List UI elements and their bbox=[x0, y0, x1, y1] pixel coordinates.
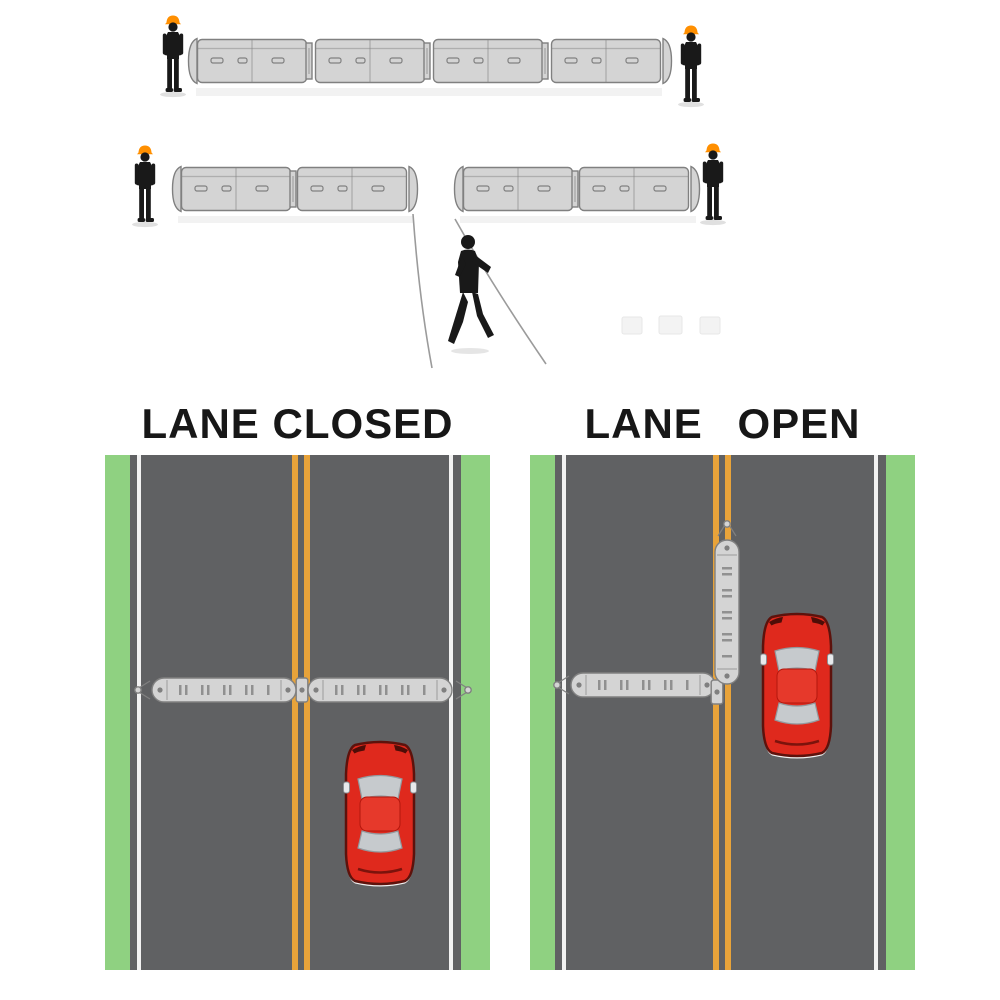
barrier-segment-top-icon bbox=[152, 678, 296, 702]
barrier-segment-top-icon bbox=[571, 673, 715, 697]
tow-hitch-icon bbox=[455, 680, 472, 700]
worker-icon bbox=[700, 143, 726, 226]
barrier-across-lane bbox=[134, 677, 472, 703]
lane-open-road bbox=[530, 455, 915, 970]
barrier-segment-icon bbox=[314, 38, 426, 84]
split-barrier-row bbox=[132, 143, 726, 369]
worker-icon bbox=[678, 25, 704, 108]
barrier-segment-icon bbox=[550, 38, 662, 84]
tow-hitch-icon bbox=[717, 520, 737, 537]
barrier-half-left bbox=[171, 165, 419, 223]
barrier-segment-top-icon bbox=[715, 540, 739, 684]
worker-icon bbox=[160, 15, 186, 98]
lane-open-overlay bbox=[553, 520, 834, 760]
lane-closed-panel: LANE CLOSED bbox=[105, 400, 490, 970]
barrier-endcap-icon bbox=[662, 37, 673, 85]
barrier-hinge-icon bbox=[295, 677, 309, 703]
connected-barrier-row bbox=[160, 15, 704, 108]
tow-hitch-icon bbox=[553, 675, 570, 695]
edge-line-left bbox=[137, 455, 141, 970]
barrier-hinge-icon bbox=[541, 42, 549, 80]
center-line-yellow bbox=[292, 455, 298, 970]
car-top-view-icon bbox=[343, 740, 417, 888]
watermark bbox=[621, 315, 721, 335]
edge-line-left bbox=[562, 455, 566, 970]
barrier-segment-icon bbox=[196, 38, 308, 84]
road-surface bbox=[130, 455, 461, 970]
lane-open-title: LANE OPEN bbox=[584, 400, 861, 447]
lane-closed-overlay bbox=[134, 455, 472, 888]
barrier-segment-top-icon bbox=[308, 678, 452, 702]
barrier-segment-icon bbox=[432, 38, 544, 84]
barrier-hinge-icon bbox=[710, 679, 724, 705]
barrier-endcap-icon bbox=[187, 37, 198, 85]
lane-closed-title: LANE CLOSED bbox=[141, 400, 454, 447]
barrier-half-right bbox=[453, 165, 701, 223]
barrier-folded-open bbox=[553, 520, 739, 705]
center-line-yellow bbox=[725, 455, 731, 970]
barrier-hinge-icon bbox=[305, 42, 313, 80]
center-line-yellow bbox=[304, 455, 310, 970]
barrier-deployment-illustration bbox=[132, 15, 726, 369]
tow-rope bbox=[412, 213, 433, 369]
car-top-view-icon bbox=[760, 612, 834, 760]
edge-line-right bbox=[449, 455, 453, 970]
edge-line-right bbox=[874, 455, 878, 970]
comparison-diagrams: LANE CLOSED bbox=[0, 400, 1000, 1000]
barrier-hinge-icon bbox=[423, 42, 431, 80]
lane-open-panel: LANE OPEN bbox=[530, 400, 915, 970]
worker-icon bbox=[132, 145, 158, 228]
tow-rope bbox=[454, 218, 547, 365]
worker-walking-icon bbox=[448, 235, 494, 354]
center-line-yellow bbox=[713, 455, 719, 970]
tow-hitch-icon bbox=[134, 680, 151, 700]
lane-closed-road bbox=[105, 455, 490, 970]
